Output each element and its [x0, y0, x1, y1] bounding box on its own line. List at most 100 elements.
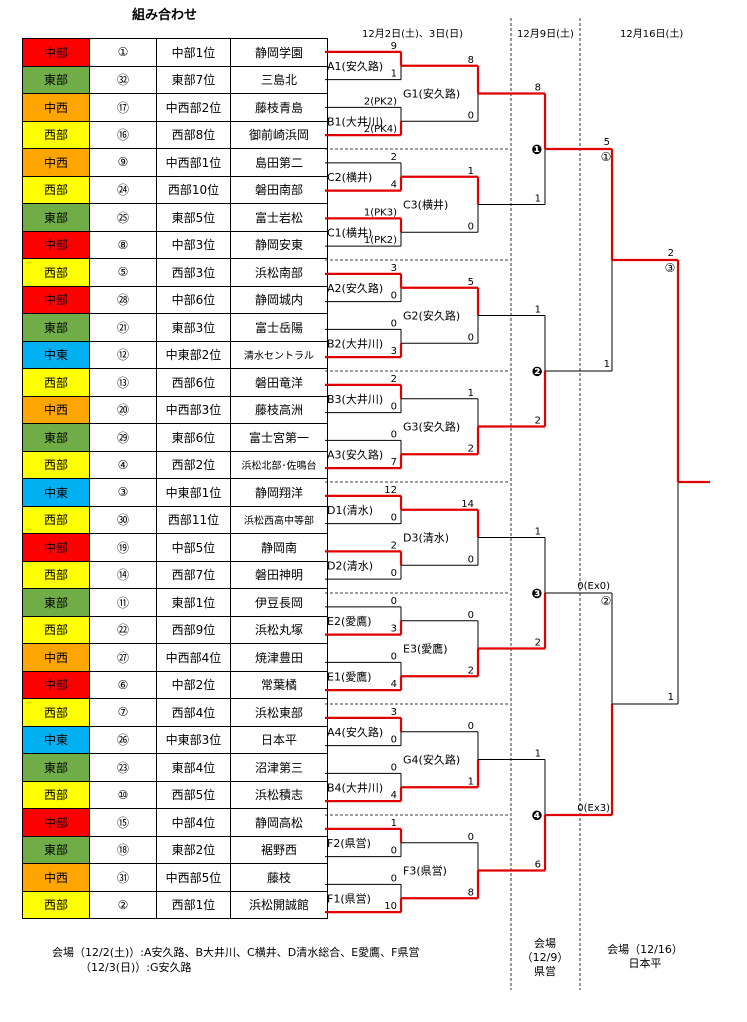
r1-match-3-label: C2(横井): [327, 170, 372, 184]
r2-match-4-score-top: 1: [468, 388, 474, 399]
r2-match-1-score-top: 8: [468, 55, 474, 66]
r2-match-3-score-bottom: 0: [468, 332, 474, 343]
r2-match-5-label: D3(清水): [403, 532, 449, 545]
team-region: 東部: [22, 313, 90, 342]
r2-match-7-score-top: 0: [468, 721, 474, 732]
r1-match-5-label: A2(安久路): [327, 281, 383, 295]
team-seed: ㉕: [89, 203, 157, 232]
r1-match-4-score-bottom: 1(PK2): [364, 235, 397, 246]
r1-match-11-score-top: 0: [391, 596, 397, 607]
team-school: 藤枝高洲: [230, 395, 328, 424]
r2-match-3-score-top: 5: [468, 277, 474, 288]
team-school: 常葉橘: [230, 670, 328, 699]
r2-match-1-label: G1(安久路): [403, 87, 460, 101]
r1-match-16-score-bottom: 10: [384, 901, 397, 912]
team-rank: 中部2位: [156, 670, 231, 699]
r2-match-1-score-bottom: 0: [468, 110, 474, 121]
team-region: 中東: [22, 725, 90, 754]
r3-match-3-score-bottom: 2: [535, 638, 541, 649]
r1-match-12-score-bottom: 4: [391, 679, 397, 690]
r1-match-14-score-bottom: 4: [391, 790, 397, 801]
r1-match-14-score-top: 0: [391, 762, 397, 773]
team-school: 沼津第三: [230, 753, 328, 782]
team-region: 西部: [22, 560, 90, 589]
team-rank: 西部1位: [156, 890, 231, 919]
r2-match-6-score-bottom: 2: [468, 665, 474, 676]
team-school: 静岡南: [230, 533, 328, 562]
team-school: 浜松東部: [230, 698, 328, 727]
r1-match-9-score-top: 12: [384, 485, 397, 496]
venue-r1-line2: （12/3(日)）:G安久路: [80, 961, 192, 974]
r1-match-15-score-top: 1: [391, 818, 397, 829]
team-rank: 東部3位: [156, 313, 231, 342]
team-school: 浜松北部･佐鳴台: [230, 450, 328, 479]
venue-r3-title: 会場: [534, 937, 556, 950]
r3-match-4-score-top: 1: [535, 749, 541, 760]
r3-match-4-score-bottom: 6: [535, 860, 541, 871]
team-rank: 西部10位: [156, 175, 231, 204]
team-region: 中西: [22, 863, 90, 892]
r1-match-13-score-bottom: 0: [391, 735, 397, 746]
r2-match-4-label: G3(安久路): [403, 420, 460, 434]
venue-r3: 会場 （12/9） 県営: [515, 937, 575, 979]
team-rank: 中部4位: [156, 808, 231, 837]
team-region: 東部: [22, 203, 90, 232]
team-region: 中西: [22, 148, 90, 177]
r1-match-5-score-bottom: 0: [391, 291, 397, 302]
r4-match-1-label: ①: [601, 150, 612, 164]
r1-match-5-score-top: 3: [391, 263, 397, 274]
final-score-top: 2: [668, 248, 674, 259]
team-region: 中西: [22, 93, 90, 122]
r2-match-5-score-top: 14: [461, 499, 474, 510]
team-seed: ②: [89, 890, 157, 919]
team-region: 中部: [22, 38, 90, 67]
r1-match-7-score-top: 2: [391, 374, 397, 385]
team-seed: ㉗: [89, 643, 157, 672]
r1-match-16-label: F1(県営): [327, 891, 371, 905]
r1-match-8-label: A3(安久路): [327, 447, 383, 461]
page-title: 組み合わせ: [132, 8, 198, 23]
team-seed: ⑩: [89, 780, 157, 809]
r1-match-6-score-top: 0: [391, 318, 397, 329]
team-school: 静岡安東: [230, 230, 328, 259]
r1-match-6-score-bottom: 3: [391, 346, 397, 357]
r4-match-2-score-top: 0(Ex0): [577, 581, 610, 592]
r3-match-3-score-top: 1: [535, 527, 541, 538]
r2-match-3-label: G2(安久路): [403, 309, 460, 323]
team-rank: 中部5位: [156, 533, 231, 562]
team-region: 西部: [22, 698, 90, 727]
r2-match-6-score-top: 0: [468, 610, 474, 621]
venue-r4-title: 会場（12/16）: [607, 943, 683, 956]
team-rank: 西部11位: [156, 505, 231, 534]
team-region: 中部: [22, 670, 90, 699]
r1-match-6-label: B2(大井川): [327, 336, 383, 350]
r1-match-14-label: B4(大井川): [327, 780, 383, 794]
team-seed: ⑳: [89, 395, 157, 424]
team-region: 西部: [22, 120, 90, 149]
r1-match-4-label: C1(横井): [327, 225, 372, 239]
venue-r3-place: 県営: [534, 965, 556, 978]
r1-match-12-score-top: 0: [391, 651, 397, 662]
team-region: 中西: [22, 395, 90, 424]
team-region: 西部: [22, 258, 90, 287]
team-seed: ⑮: [89, 808, 157, 837]
r1-match-1-score-bottom: 1: [391, 69, 397, 80]
r1-match-8-score-top: 0: [391, 429, 397, 440]
team-region: 西部: [22, 505, 90, 534]
venue-r4: 会場（12/16） 日本平: [595, 943, 695, 971]
